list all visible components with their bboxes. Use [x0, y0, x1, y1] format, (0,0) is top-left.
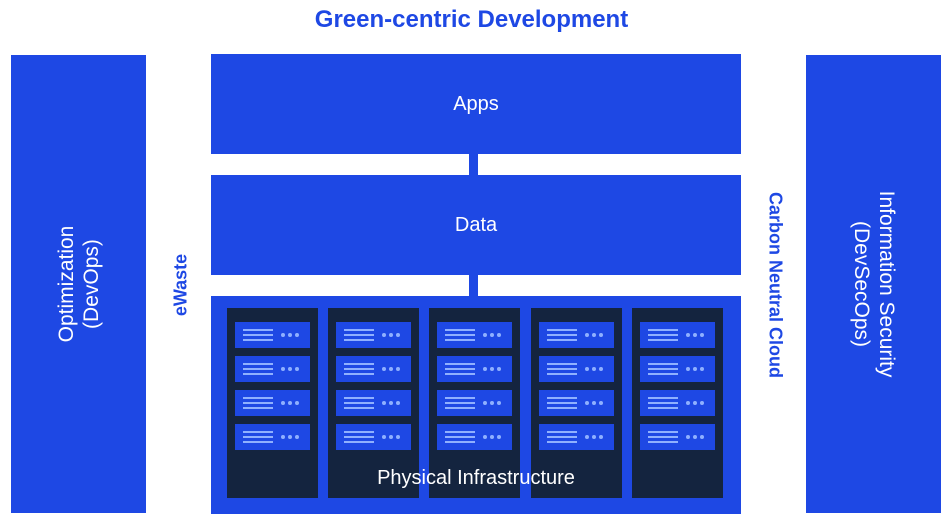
server-status-lights-icon	[585, 435, 606, 453]
server-status-lights-icon	[483, 401, 504, 419]
server-vent-icon	[344, 329, 374, 344]
server-rack	[531, 308, 622, 498]
carbon-neutral-cloud-label: Carbon Neutral Cloud	[765, 191, 786, 379]
apps-data-connector	[469, 154, 478, 175]
server-rack	[328, 308, 419, 498]
server-unit-icon	[336, 424, 411, 450]
data-layer: Data	[211, 175, 741, 275]
server-status-lights-icon	[281, 333, 302, 351]
server-status-lights-icon	[686, 401, 707, 419]
server-vent-icon	[648, 431, 678, 446]
apps-layer: Apps	[211, 54, 741, 154]
server-unit-icon	[235, 356, 310, 382]
server-vent-icon	[243, 397, 273, 412]
server-vent-icon	[547, 397, 577, 412]
server-vent-icon	[445, 431, 475, 446]
server-status-lights-icon	[483, 367, 504, 385]
server-unit-icon	[539, 424, 614, 450]
server-status-lights-icon	[281, 435, 302, 453]
information-security-pillar: Information Security (DevSecOps)	[806, 55, 941, 513]
data-infrastructure-connector	[469, 275, 478, 296]
server-status-lights-icon	[382, 401, 403, 419]
server-unit-icon	[235, 322, 310, 348]
server-status-lights-icon	[382, 367, 403, 385]
server-unit-icon	[640, 356, 715, 382]
physical-infrastructure-label: Physical Infrastructure	[377, 467, 575, 489]
optimization-pillar: Optimization (DevOps)	[11, 55, 146, 513]
server-unit-icon	[336, 390, 411, 416]
server-status-lights-icon	[585, 367, 606, 385]
server-vent-icon	[243, 363, 273, 378]
server-vent-icon	[547, 329, 577, 344]
server-unit-icon	[437, 356, 512, 382]
server-status-lights-icon	[686, 435, 707, 453]
optimization-pillar-text: Optimization (DevOps)	[54, 226, 104, 343]
optimization-label: Optimization	[54, 225, 78, 343]
server-status-lights-icon	[686, 367, 707, 385]
server-unit-icon	[336, 356, 411, 382]
data-label: Data	[454, 213, 498, 236]
server-unit-icon	[336, 322, 411, 348]
server-status-lights-icon	[281, 367, 302, 385]
server-vent-icon	[445, 329, 475, 344]
server-unit-icon	[437, 390, 512, 416]
server-status-lights-icon	[483, 435, 504, 453]
server-unit-icon	[235, 424, 310, 450]
devsecops-label: (DevSecOps)	[849, 220, 873, 348]
devops-label: (DevOps)	[79, 239, 103, 329]
server-status-lights-icon	[686, 333, 707, 351]
server-status-lights-icon	[483, 333, 504, 351]
server-unit-icon	[235, 390, 310, 416]
server-unit-icon	[539, 390, 614, 416]
server-unit-icon	[539, 322, 614, 348]
server-unit-icon	[539, 356, 614, 382]
information-security-label: Information Security	[874, 190, 898, 378]
server-rack	[632, 308, 723, 498]
server-unit-icon	[640, 424, 715, 450]
server-vent-icon	[445, 397, 475, 412]
server-vent-icon	[243, 431, 273, 446]
server-unit-icon	[640, 390, 715, 416]
server-vent-icon	[344, 363, 374, 378]
server-vent-icon	[547, 363, 577, 378]
physical-infrastructure-layer: Physical Infrastructure	[211, 296, 741, 514]
server-unit-icon	[437, 424, 512, 450]
server-unit-icon	[640, 322, 715, 348]
information-security-pillar-text: Information Security (DevSecOps)	[849, 191, 899, 378]
server-rack	[429, 308, 520, 498]
server-vent-icon	[445, 363, 475, 378]
server-vent-icon	[547, 431, 577, 446]
server-rack	[227, 308, 318, 498]
server-status-lights-icon	[585, 333, 606, 351]
server-status-lights-icon	[382, 435, 403, 453]
server-vent-icon	[648, 397, 678, 412]
server-vent-icon	[648, 329, 678, 344]
server-vent-icon	[243, 329, 273, 344]
apps-label: Apps	[453, 92, 499, 115]
server-status-lights-icon	[281, 401, 302, 419]
server-vent-icon	[344, 397, 374, 412]
server-status-lights-icon	[382, 333, 403, 351]
server-unit-icon	[437, 322, 512, 348]
server-vent-icon	[344, 431, 374, 446]
server-vent-icon	[648, 363, 678, 378]
diagram-title: Green-centric Development	[314, 6, 629, 33]
ewaste-label: eWaste	[170, 253, 191, 317]
server-status-lights-icon	[585, 401, 606, 419]
